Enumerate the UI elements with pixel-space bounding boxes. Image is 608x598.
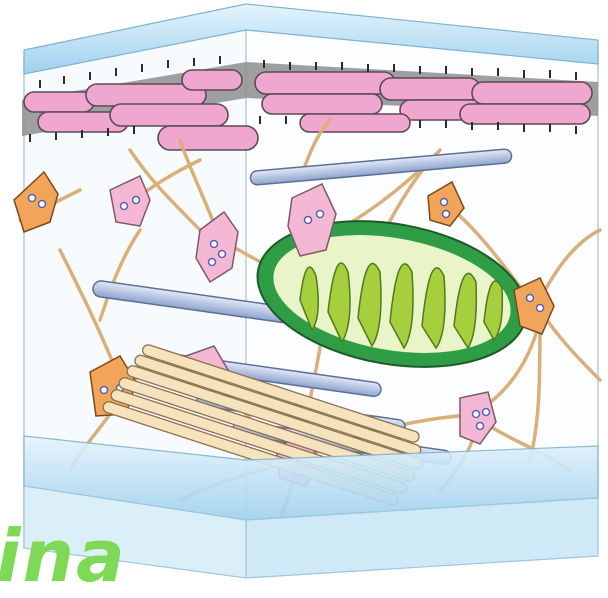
- tissue-illustration: [0, 0, 608, 582]
- tissue-diagram: ina: [0, 0, 608, 582]
- caption-text: ina: [0, 520, 127, 592]
